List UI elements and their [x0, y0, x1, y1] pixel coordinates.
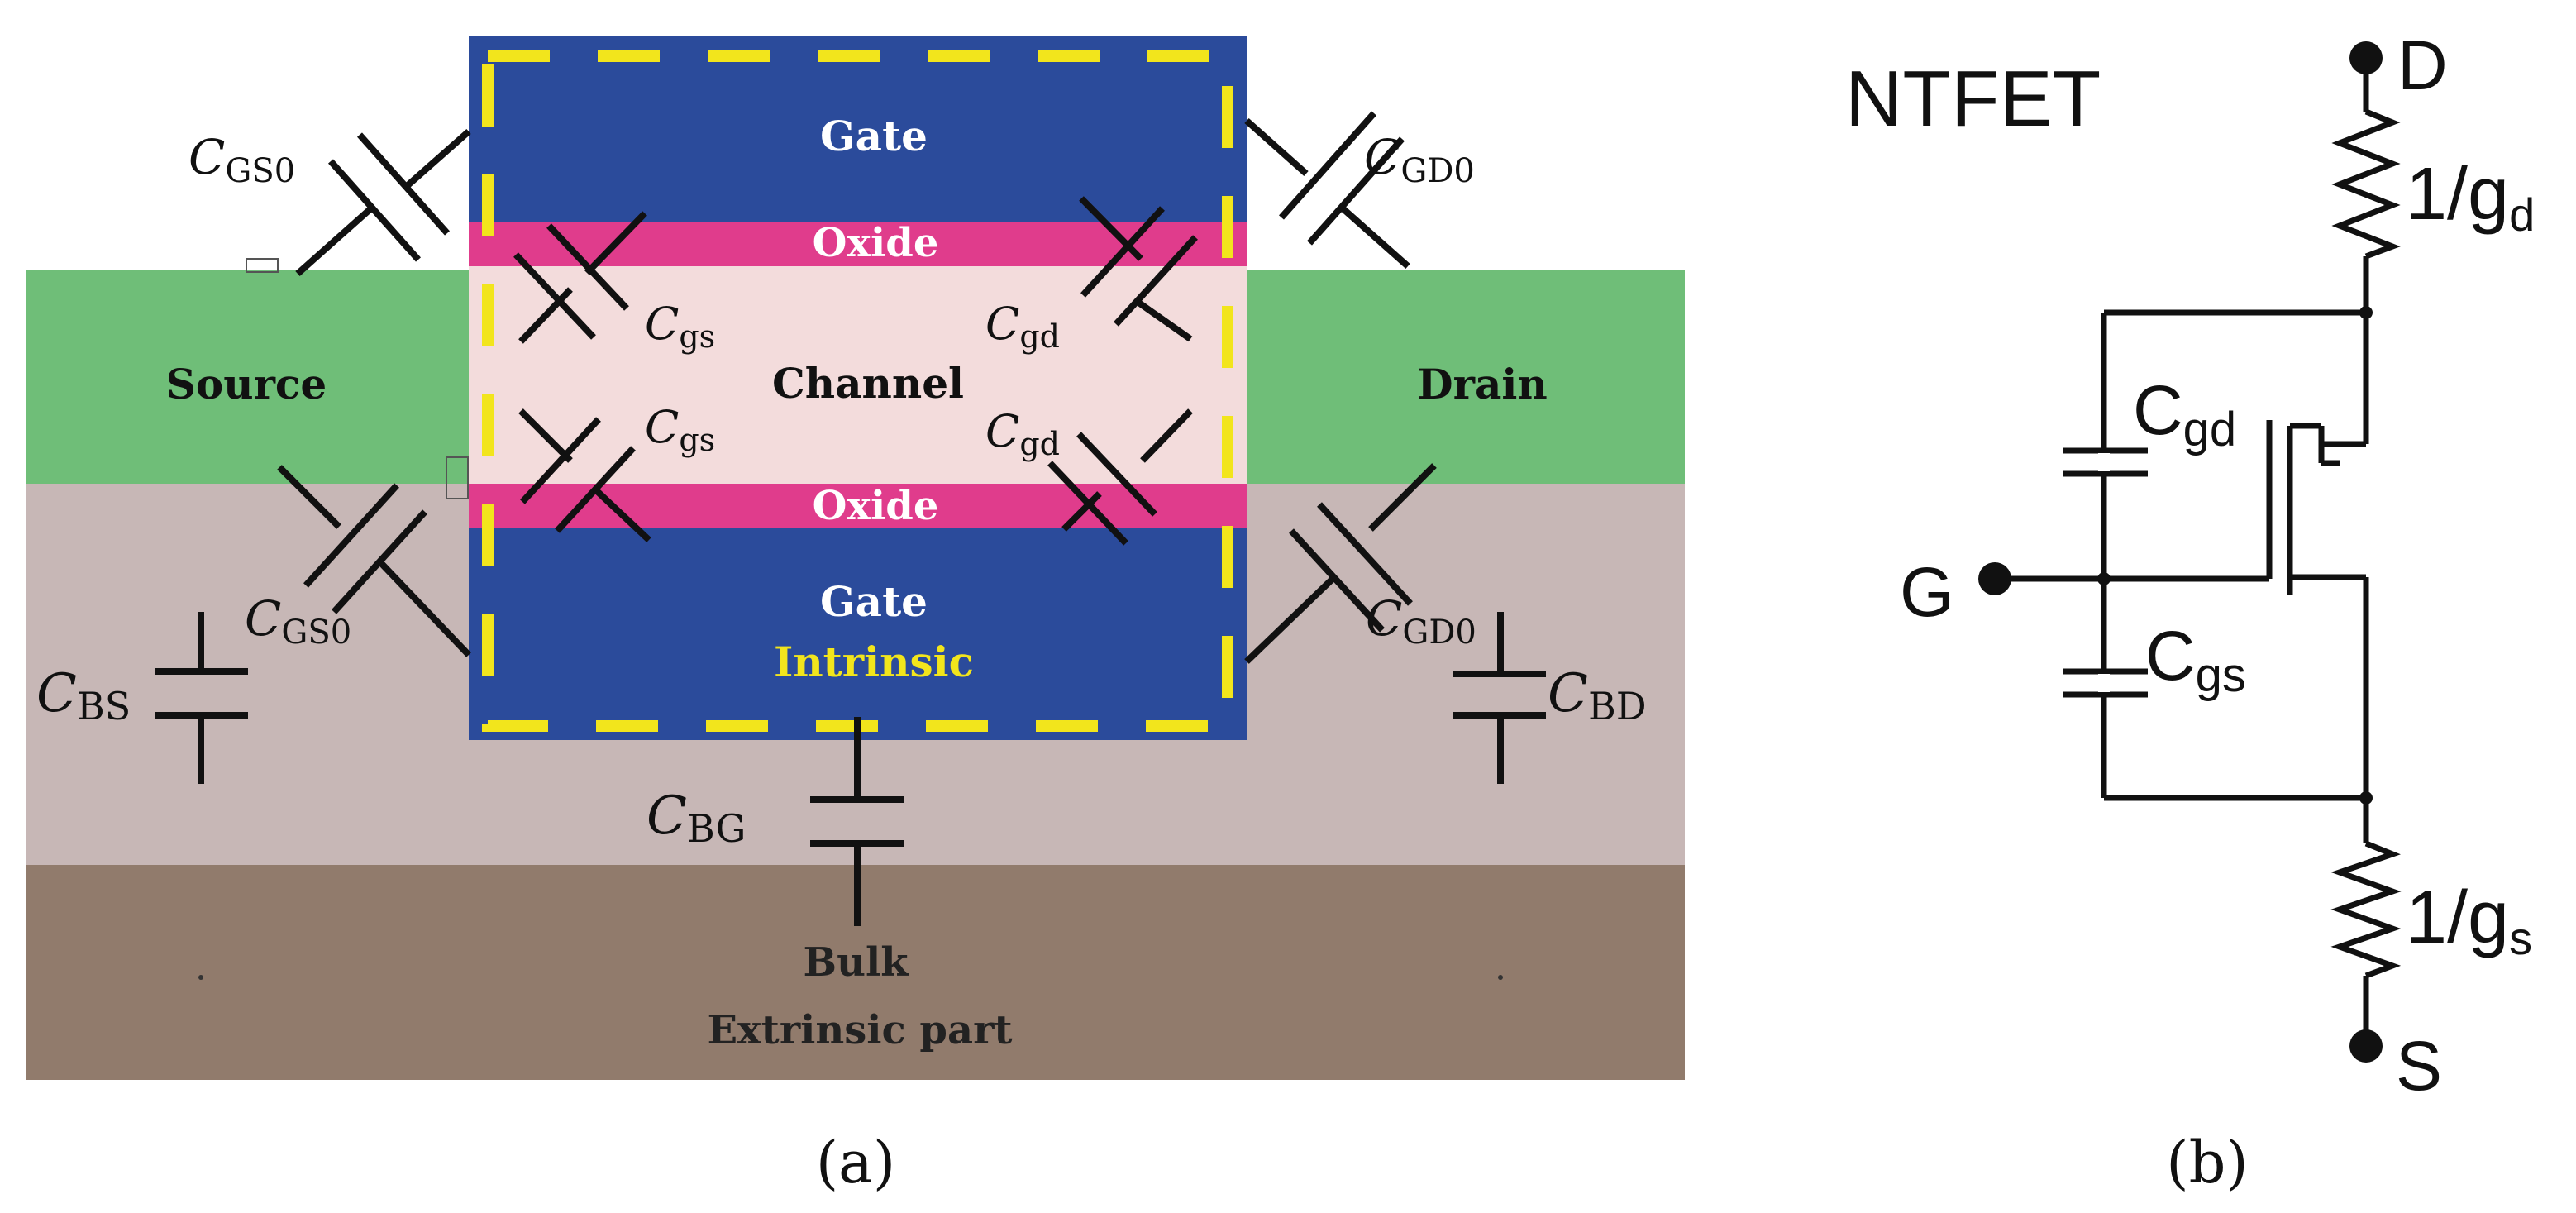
- cbg-capacitor: [810, 717, 904, 926]
- bulk-label: Bulk: [804, 939, 910, 986]
- panel-a: Gate Oxide Channel Oxide Gate Intrinsic …: [26, 36, 1685, 1196]
- cgs-gap: [2098, 674, 2110, 692]
- source-node-wiring: [2104, 577, 2369, 801]
- cgs-top-label: Cgs: [645, 298, 715, 355]
- gate-terminal-dot: [1978, 562, 2011, 595]
- junction-source: [2359, 791, 2373, 805]
- ntfet-transistor: [2266, 420, 2366, 595]
- bulk-dot-left: [198, 975, 203, 980]
- cbs-capacitor: [155, 612, 248, 784]
- cgd-gap: [2098, 453, 2110, 471]
- intrinsic-label: Intrinsic: [774, 638, 974, 686]
- drain-terminal-dot: [2349, 41, 2383, 74]
- cgd0-bottom-label: CGD0: [1366, 590, 1476, 652]
- cgs-top-capacitor: [513, 211, 647, 344]
- drain-terminal-label: D: [2397, 26, 2448, 104]
- source-resistor: [2330, 798, 2402, 1046]
- gate-terminal-label: G: [1900, 553, 1953, 631]
- cgs-capacitor: [2063, 668, 2148, 698]
- gate-bottom-region: [469, 528, 1247, 740]
- cgs-bottom-label: Cgs: [645, 401, 715, 458]
- cbd-label: CBD: [1548, 663, 1647, 728]
- cgs0-bottom-capacitor: [277, 465, 471, 657]
- source-region: [26, 270, 469, 484]
- cgd0-top-label: CGD0: [1364, 129, 1475, 190]
- channel-label: Channel: [772, 359, 964, 408]
- cgs0-bottom-label: CGS0: [245, 590, 351, 652]
- drain-label: Drain: [1417, 360, 1547, 408]
- cgd-top-label: Cgd: [985, 298, 1060, 355]
- panel-b: NTFET: [1845, 26, 2535, 1196]
- cbs-label: CBS: [36, 663, 131, 728]
- cgd-bottom-label: Cgd: [985, 405, 1060, 462]
- junction-gate: [2097, 572, 2111, 585]
- cbd-capacitor: [1453, 612, 1546, 784]
- cgd-label: Cgd: [2133, 371, 2236, 456]
- source-terminal-label: S: [2396, 1027, 2442, 1105]
- rd-label: 1/gd: [2406, 153, 2535, 241]
- bulk-dot-right: [1498, 975, 1503, 980]
- oxide-bottom-label: Oxide: [813, 483, 939, 529]
- cgs-bottom-capacitor: [518, 408, 651, 542]
- drain-node-wiring: [2104, 309, 2369, 447]
- rs-label: 1/gs: [2406, 876, 2532, 964]
- cgs-label: Cgs: [2145, 617, 2246, 702]
- panel-b-caption: (b): [2166, 1129, 2248, 1196]
- corner-mark-channel: [446, 456, 469, 499]
- source-terminal-dot: [2349, 1029, 2383, 1063]
- source-label: Source: [166, 360, 327, 408]
- gate-top-label: Gate: [820, 112, 928, 160]
- gate-wiring: [1995, 313, 2269, 798]
- cgs0-top-label: CGS0: [188, 129, 295, 190]
- junction-drain: [2359, 306, 2373, 319]
- ntfet-title: NTFET: [1845, 55, 2101, 143]
- oxide-top-label: Oxide: [813, 220, 939, 266]
- drain-resistor: [2331, 58, 2401, 313]
- cgd-capacitor: [2063, 447, 2148, 477]
- gate-bottom-label: Gate: [820, 577, 928, 626]
- gate-top-region: [469, 36, 1247, 222]
- corner-mark-source: [246, 258, 279, 273]
- channel-region: [469, 266, 1247, 484]
- cgd0-bottom-capacitor: [1244, 463, 1437, 664]
- panel-a-caption: (a): [816, 1129, 895, 1196]
- cgs0-top-capacitor: [295, 128, 471, 276]
- cgd-top-capacitor: [1079, 196, 1198, 342]
- drain-region: [1247, 270, 1685, 484]
- extrinsic-label: Extrinsic part: [707, 1007, 1012, 1053]
- cgd-bottom-capacitor: [1047, 408, 1193, 546]
- cgd0-top-capacitor: [1244, 111, 1410, 269]
- cbg-label: CBG: [646, 786, 746, 851]
